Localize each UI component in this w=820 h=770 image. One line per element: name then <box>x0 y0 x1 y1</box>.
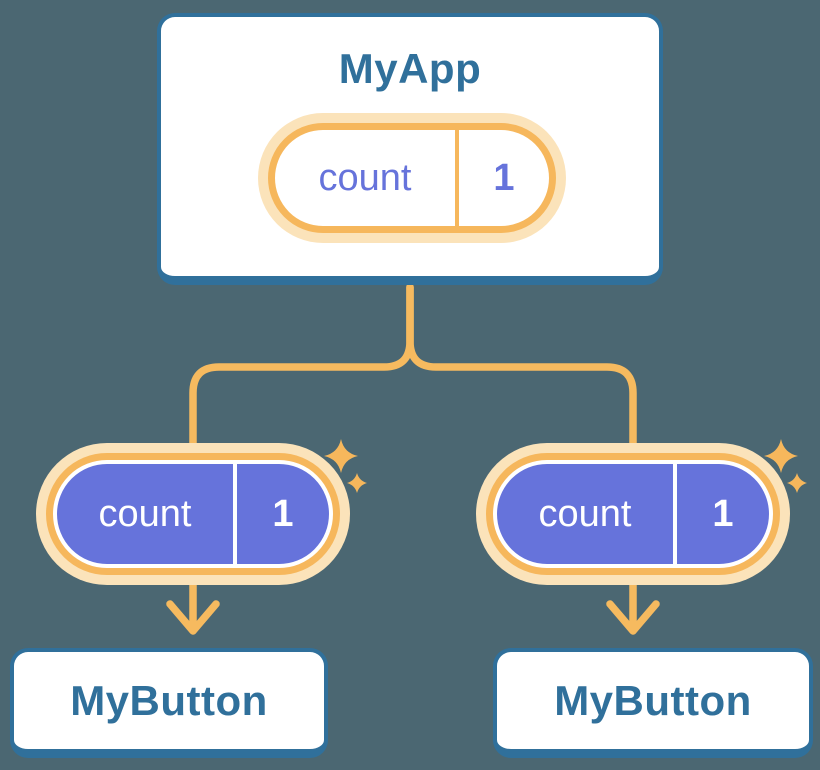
sparkle-icon <box>347 473 367 493</box>
state-pill-label: count <box>318 156 412 199</box>
sparkle-icon <box>764 439 798 473</box>
component-title: MyButton <box>70 676 268 724</box>
state-pill: count 1 <box>268 123 556 233</box>
prop-arrow-right <box>606 566 660 635</box>
prop-pill-label: count <box>98 492 192 535</box>
prop-pill-right: count 1 <box>493 460 773 568</box>
component-title: MyButton <box>554 676 752 724</box>
prop-pill-label: count <box>538 492 632 535</box>
pill-divider <box>455 130 459 226</box>
component-card-mybutton-right: MyButton <box>493 648 813 758</box>
connector-branch-right <box>406 283 637 462</box>
pill-divider <box>233 464 237 564</box>
prop-pill-left: count 1 <box>53 460 333 568</box>
pill-divider <box>673 464 677 564</box>
component-card-myapp: MyApp <box>157 13 663 285</box>
sparkle-icon <box>787 473 807 493</box>
prop-pill-value: 1 <box>272 492 294 535</box>
prop-arrow-left <box>166 566 220 635</box>
prop-pill-value: 1 <box>712 492 734 535</box>
connector-branch-left <box>189 283 414 462</box>
state-pill-value: 1 <box>493 156 515 199</box>
sparkle-icon <box>324 439 358 473</box>
component-card-mybutton-left: MyButton <box>10 648 328 758</box>
component-title: MyApp <box>338 45 482 92</box>
